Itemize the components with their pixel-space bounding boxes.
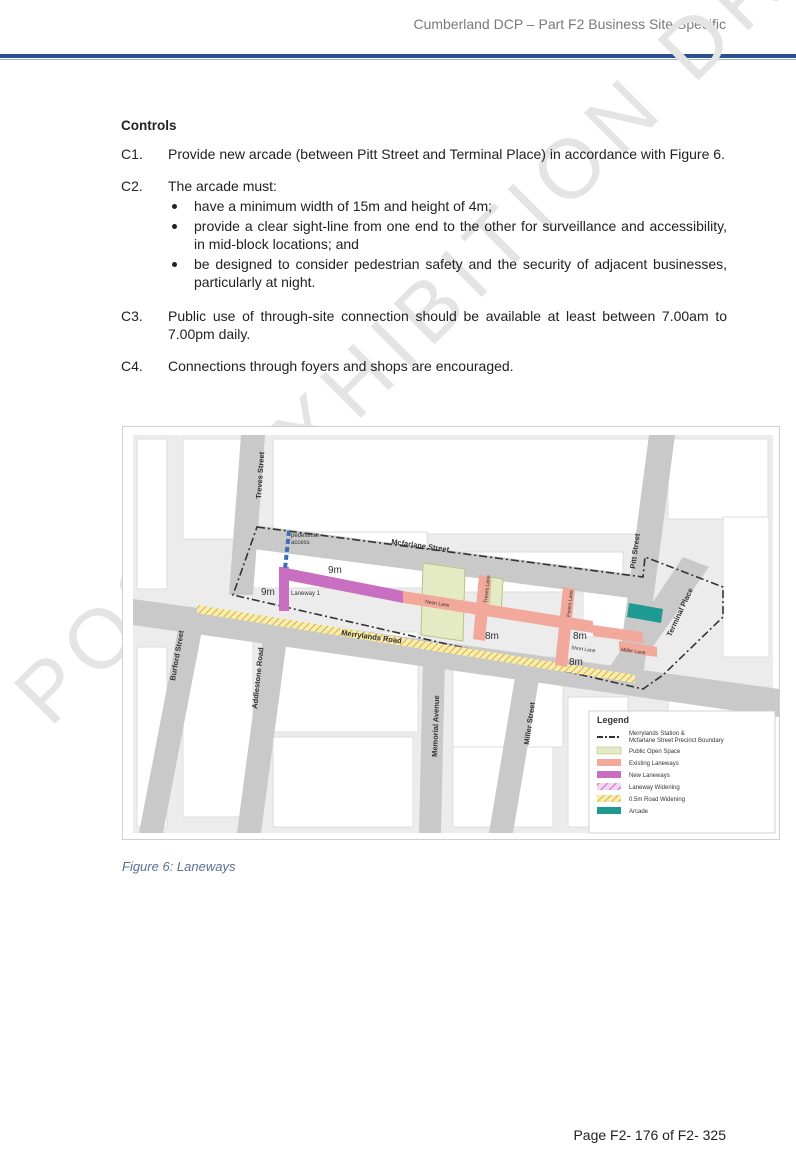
legend-label: Arcade [629,809,649,815]
arcade [627,603,663,623]
control-number: C1. [121,146,143,162]
legend-label: Existing Laneways [629,761,679,767]
figure-caption: Figure 6: Laneways [122,859,236,874]
pedestrian-access-path [283,530,291,570]
dimension-label: 8m [573,631,587,642]
legend-label: Public Open Space [629,749,681,755]
legend-existing-laneways-swatch [597,759,621,766]
page-number: Page F2- 176 of F2- 325 [573,1127,726,1143]
existing-laneways [403,575,657,667]
map-legend: Legend Merrylands Station & Mcfarlane St… [588,710,776,834]
lane-label: Peters Lane [566,590,575,618]
legend-arcade-swatch [597,807,621,814]
road-widening [197,605,635,683]
control-number: C4. [121,358,143,374]
laneways-map: Treves Street Mcfarlane Street Pitt Stre… [122,426,780,840]
control-body: The arcade must: have a minimum width of… [168,177,727,293]
control-c4: C4. Connections through foyers and shops… [121,357,727,375]
pedestrian-access-label: pedestrian [291,533,319,539]
dimension-label: 9m [328,565,342,576]
control-text: Provide new arcade (between Pitt Street … [168,146,725,162]
control-text: The arcade must: [168,178,277,194]
control-bullet-list: have a minimum width of 15m and height o… [168,197,727,291]
dimension-label: 8m [485,631,499,642]
bullet-item: provide a clear sight-line from one end … [168,217,727,253]
legend-label: 0.5m Road Widening [629,797,685,803]
legend-label: New Laneways [629,773,670,779]
control-text: Public use of through-site connection sh… [168,308,727,342]
dimension-label: 9m [261,587,275,598]
legend-label: Merrylands Station & [629,731,685,737]
controls-heading: Controls [121,118,177,133]
controls-section: Controls C1. Provide new arcade (between… [121,117,727,389]
lane-label: Miller Lane [621,647,646,656]
laneways-map-svg: Treves Street Mcfarlane Street Pitt Stre… [133,435,779,834]
control-c1: C1. Provide new arcade (between Pitt Str… [121,145,727,163]
lane-label: Neon Lane [425,599,450,609]
laneway1-label: Laneway 1 [291,591,321,597]
legend-open-space-swatch [596,746,622,755]
street-label-memorial: Memorial Avenue [430,695,441,757]
dimension-label: 8m [569,657,583,668]
control-text: Connections through foyers and shops are… [168,358,514,374]
new-laneways [279,567,403,611]
street-label-treves: Treves Street [254,451,266,499]
control-c3: C3. Public use of through-site connectio… [121,307,727,343]
legend-new-laneways-swatch [597,771,621,778]
control-number: C3. [121,308,143,324]
legend-road-widening-swatch [597,795,621,802]
legend-label: Laneway Widening [629,785,680,791]
lane-label: Short Lane [571,645,596,654]
control-c2: C2. The arcade must: have a minimum widt… [121,177,727,293]
bullet-item: be designed to consider pedestrian safet… [168,255,727,291]
header-title: Cumberland DCP – Part F2 Business Site S… [413,16,726,32]
pedestrian-access-label: access [291,540,310,546]
bullet-item: have a minimum width of 15m and height o… [168,197,727,215]
legend-laneway-widening-swatch [597,783,621,790]
control-number: C2. [121,178,143,194]
legend-label: Mcfarlane Street Precinct Boundary [629,738,724,744]
lane-label: Treves Lane [483,575,492,603]
header-rule-thin [0,59,796,60]
precinct-boundary [231,526,724,690]
legend-title: Legend [597,715,629,725]
header-rule [0,54,796,58]
